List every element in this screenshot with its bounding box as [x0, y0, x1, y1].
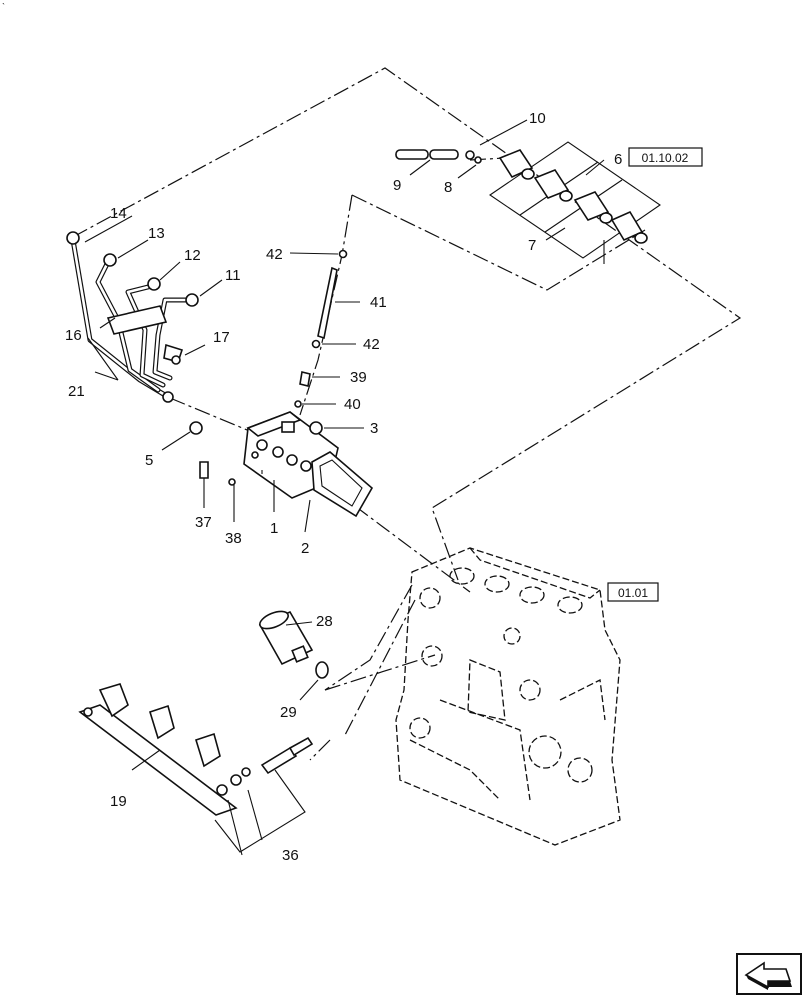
label-2: 2 — [301, 540, 309, 557]
corner-mark: ` — [2, 2, 5, 12]
glow-plug[interactable] — [260, 736, 314, 775]
label-39: 39 — [350, 369, 367, 386]
label-21: 21 — [68, 383, 85, 400]
pump-nut[interactable] — [309, 421, 323, 435]
label-13: 13 — [148, 225, 165, 242]
label-5: 5 — [145, 452, 153, 469]
injection-pipes[interactable] — [66, 231, 199, 403]
injector-reference-box[interactable]: 01.10.02 — [628, 147, 703, 167]
label-10: 10 — [529, 110, 546, 127]
injector-group — [489, 141, 661, 264]
label-12: 12 — [184, 247, 201, 264]
label-40: 40 — [344, 396, 361, 413]
label-9: 9 — [393, 177, 401, 194]
engine-reference-text: 01.01 — [618, 586, 648, 600]
filter-seal[interactable] — [315, 661, 329, 679]
fuel-pipe-assembly[interactable] — [294, 249, 348, 408]
label-11: 11 — [225, 267, 241, 284]
label-29: 29 — [280, 704, 297, 721]
label-14: 14 — [110, 205, 127, 222]
stud-bolt[interactable] — [199, 461, 236, 486]
label-37: 37 — [195, 514, 212, 531]
label-8: 8 — [444, 179, 452, 196]
glow-plug-bus-bar[interactable] — [78, 683, 251, 816]
next-page-arrow-icon — [744, 961, 792, 990]
label-7: 7 — [528, 237, 536, 254]
pipe-clamp[interactable] — [106, 305, 184, 365]
label-42-top: 42 — [266, 246, 283, 263]
label-38: 38 — [225, 530, 242, 547]
injector-reference-text: 01.10.02 — [642, 151, 689, 165]
label-6: 6 — [614, 151, 622, 168]
pump-bolt[interactable] — [189, 421, 203, 435]
next-page-button[interactable] — [736, 953, 802, 995]
engine-reference-box[interactable]: 01.01 — [607, 582, 659, 602]
label-17: 17 — [213, 329, 230, 346]
return-hose[interactable] — [395, 149, 459, 160]
banjo-bolt[interactable] — [465, 150, 482, 164]
callout-labels: 1 2 3 5 6 7 8 9 10 11 12 13 14 16 17 19 … — [65, 110, 622, 864]
label-1: 1 — [270, 520, 278, 537]
label-28: 28 — [316, 613, 333, 630]
injector-4[interactable] — [610, 210, 648, 244]
label-41: 41 — [370, 294, 387, 311]
fuel-filter[interactable] — [257, 608, 314, 666]
label-3: 3 — [370, 420, 378, 437]
label-19: 19 — [110, 793, 127, 810]
injector-3[interactable] — [573, 191, 613, 224]
label-16: 16 — [65, 327, 82, 344]
pump-gasket[interactable] — [311, 451, 374, 518]
engine-block — [395, 547, 621, 846]
injector-1[interactable] — [498, 149, 535, 180]
label-42-bottom: 42 — [363, 336, 380, 353]
label-36: 36 — [282, 847, 299, 864]
injector-2[interactable] — [533, 169, 573, 202]
